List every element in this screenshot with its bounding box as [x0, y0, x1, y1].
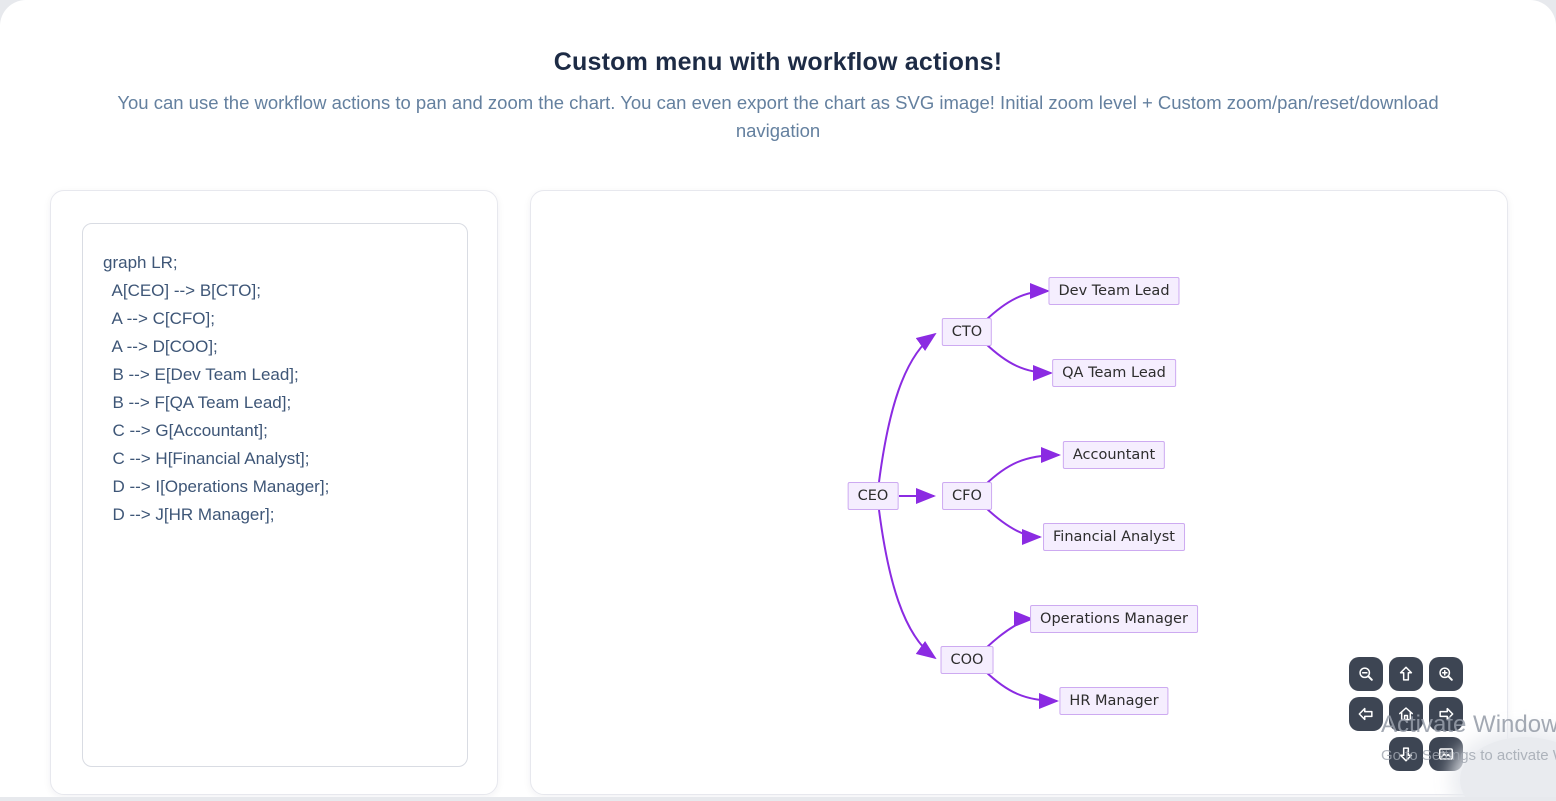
- code-line: graph LR;: [103, 253, 178, 272]
- diagram-node-accountant: Accountant: [1062, 441, 1166, 469]
- diagram-node-ceo: CEO: [847, 482, 899, 510]
- image-icon: [1439, 748, 1453, 760]
- zoom-out-button[interactable]: [1349, 657, 1383, 691]
- code-line: C --> H[Financial Analyst];: [103, 449, 310, 468]
- code-line: B --> F[QA Team Lead];: [103, 393, 292, 412]
- arrow-up-icon: [1399, 666, 1413, 681]
- diagram-canvas[interactable]: CEO CTO CFO COO Dev Team Lead QA Team Le…: [531, 191, 1509, 796]
- code-line: B --> E[Dev Team Lead];: [103, 365, 299, 384]
- diagram-node-qa-team-lead: QA Team Lead: [1052, 359, 1176, 387]
- diagram-edges: [878, 283, 1061, 709]
- home-icon: [1399, 707, 1413, 721]
- code-line: A --> C[CFO];: [103, 309, 215, 328]
- pan-down-button[interactable]: [1389, 737, 1423, 771]
- zoom-in-button[interactable]: [1429, 657, 1463, 691]
- pan-left-button[interactable]: [1349, 697, 1383, 731]
- download-image-button[interactable]: [1429, 737, 1463, 771]
- pan-up-button[interactable]: [1389, 657, 1423, 691]
- edge-C-G: [984, 447, 1061, 486]
- pan-right-button[interactable]: [1429, 697, 1463, 731]
- code-line: A --> D[COO];: [103, 337, 218, 356]
- code-panel: graph LR; A[CEO] --> B[CTO]; A --> C[CFO…: [50, 190, 498, 795]
- diagram-panel: CEO CTO CFO COO Dev Team Lead QA Team Le…: [530, 190, 1508, 795]
- edge-B-F: [984, 342, 1053, 381]
- code-line: D --> J[HR Manager];: [103, 505, 275, 524]
- reset-view-button[interactable]: [1389, 697, 1423, 731]
- arrow-left-icon: [1358, 707, 1373, 721]
- diagram-node-coo: COO: [940, 646, 994, 674]
- page-subtitle: You can use the workflow actions to pan …: [117, 92, 1439, 141]
- page-title: Custom menu with workflow actions!: [553, 48, 1003, 76]
- diagram-node-hr-manager: HR Manager: [1059, 687, 1169, 715]
- edge-A-D: [878, 509, 937, 660]
- code-line: D --> I[Operations Manager];: [103, 477, 330, 496]
- magnifier-plus-icon: [1439, 667, 1453, 681]
- workflow-controls: [1349, 657, 1463, 771]
- magnifier-minus-icon: [1359, 667, 1373, 681]
- code-line: C --> G[Accountant];: [103, 421, 268, 440]
- diagram-node-operations-manager: Operations Manager: [1030, 605, 1198, 633]
- diagram-node-financial-analyst: Financial Analyst: [1043, 523, 1185, 551]
- edge-B-E: [984, 283, 1050, 322]
- edge-A-B: [878, 332, 937, 483]
- diagram-node-cfo: CFO: [942, 482, 992, 510]
- controls-spacer: [1349, 737, 1383, 771]
- arrow-down-icon: [1399, 747, 1413, 762]
- mermaid-code-editor[interactable]: graph LR; A[CEO] --> B[CTO]; A --> C[CFO…: [82, 223, 468, 767]
- edge-D-J: [984, 670, 1059, 709]
- arrow-right-icon: [1439, 707, 1454, 721]
- diagram-node-dev-team-lead: Dev Team Lead: [1048, 277, 1180, 305]
- code-line: A[CEO] --> B[CTO];: [103, 281, 261, 300]
- diagram-node-cto: CTO: [941, 318, 993, 346]
- edge-D-I: [984, 611, 1034, 650]
- edge-C-H: [984, 506, 1042, 545]
